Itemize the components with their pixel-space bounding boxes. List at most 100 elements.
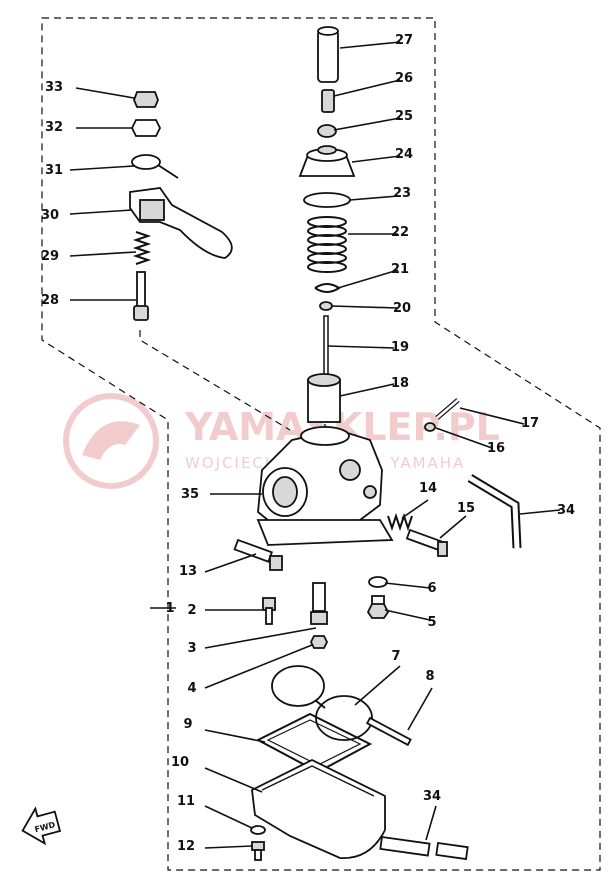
part-29 <box>132 231 152 265</box>
part-16 <box>424 422 436 432</box>
part-number-label: 10 <box>171 755 189 770</box>
leader-line <box>407 687 433 731</box>
fwd-arrow-icon: FWD <box>21 806 62 846</box>
leader-line <box>69 251 137 257</box>
part-number-label: 34 <box>423 789 441 804</box>
part-number-label: 5 <box>427 615 436 630</box>
leader-line <box>333 117 401 131</box>
part-number-label: 21 <box>391 262 409 277</box>
part-11 <box>250 825 266 835</box>
part-34-lower <box>379 835 469 861</box>
part-8 <box>365 716 412 747</box>
leader-line <box>69 209 133 215</box>
part-number-label: 12 <box>177 839 195 854</box>
part-12 <box>251 841 265 861</box>
leader-line <box>337 269 399 289</box>
part-3 <box>310 582 328 625</box>
part-6 <box>368 576 388 588</box>
part-34-upper <box>467 474 522 549</box>
part-32 <box>130 119 162 137</box>
leader-line <box>519 509 561 515</box>
part-24 <box>298 145 356 177</box>
part-number-label: 29 <box>41 249 59 264</box>
leader-line <box>204 627 317 649</box>
part-number-label: 17 <box>521 416 539 431</box>
part-25 <box>317 124 337 138</box>
part-number-label: 11 <box>177 794 195 809</box>
part-number-label: 26 <box>395 71 413 86</box>
carburetor-body <box>256 426 394 546</box>
part-number-label: 31 <box>45 163 63 178</box>
part-33 <box>133 91 159 108</box>
leader-line <box>69 165 135 171</box>
part-19 <box>323 315 329 385</box>
part-number-label: 7 <box>391 649 400 664</box>
leader-line <box>435 427 493 449</box>
part-17 <box>435 398 460 420</box>
watermark-logo-icon <box>63 393 159 489</box>
leader-line <box>384 582 431 589</box>
part-number-label: 25 <box>395 109 413 124</box>
leader-line <box>401 499 429 519</box>
part-number-label: 9 <box>183 717 192 732</box>
part-number-label: 19 <box>391 340 409 355</box>
leader-line <box>204 767 263 793</box>
leader-line <box>439 515 467 539</box>
part-number-label: 24 <box>395 147 413 162</box>
leader-line <box>354 665 401 706</box>
part-31-tab <box>157 164 179 179</box>
leader-line <box>204 553 257 573</box>
part-21 <box>314 283 341 293</box>
part-18 <box>307 373 341 423</box>
part-number-label: 27 <box>395 33 413 48</box>
part-number-label: 28 <box>41 293 59 308</box>
part-30 <box>129 187 233 259</box>
part-number-label: 3 <box>187 641 196 656</box>
part-20 <box>319 301 333 311</box>
part-number-label: 6 <box>427 581 436 596</box>
part-number-label: 8 <box>425 669 434 684</box>
leader-line <box>204 729 266 743</box>
part-13 <box>233 538 283 571</box>
part-23 <box>303 192 351 208</box>
part-number-label: 32 <box>45 120 63 135</box>
leader-line <box>204 845 253 849</box>
leader-lines <box>69 41 561 849</box>
part-number-label: 2 <box>187 603 196 618</box>
part-number-label: 13 <box>179 564 197 579</box>
assembly-outline <box>41 17 601 871</box>
leader-line <box>339 41 401 49</box>
leader-line <box>384 609 431 621</box>
part-number-label: 4 <box>187 681 196 696</box>
leader-line <box>204 805 253 829</box>
part-10 <box>251 758 386 859</box>
leader-line <box>459 407 525 425</box>
part-number-label: 30 <box>41 208 59 223</box>
leader-line <box>333 79 401 97</box>
part-28 <box>133 271 149 321</box>
part-number-label: 23 <box>393 186 411 201</box>
part-27 <box>317 26 339 83</box>
part-26 <box>321 89 335 113</box>
part-number-label: 14 <box>419 481 437 496</box>
part-4 <box>309 635 329 649</box>
leader-line <box>204 644 313 689</box>
leader-line <box>75 87 135 99</box>
part-number-label: 20 <box>393 301 411 316</box>
leader-line <box>351 155 401 163</box>
part-2 <box>262 597 276 625</box>
part-14 <box>387 512 413 532</box>
leader-line <box>327 345 395 349</box>
part-22 <box>307 216 347 273</box>
leader-line <box>425 805 437 841</box>
part-15 <box>405 528 448 557</box>
part-number-label: 1 <box>165 601 174 616</box>
part-number-label: 18 <box>391 376 409 391</box>
leader-line <box>339 383 395 397</box>
part-31 <box>131 154 161 170</box>
part-number-label: 16 <box>487 441 505 456</box>
part-number-label: 33 <box>45 80 63 95</box>
part-number-label: 22 <box>391 225 409 240</box>
